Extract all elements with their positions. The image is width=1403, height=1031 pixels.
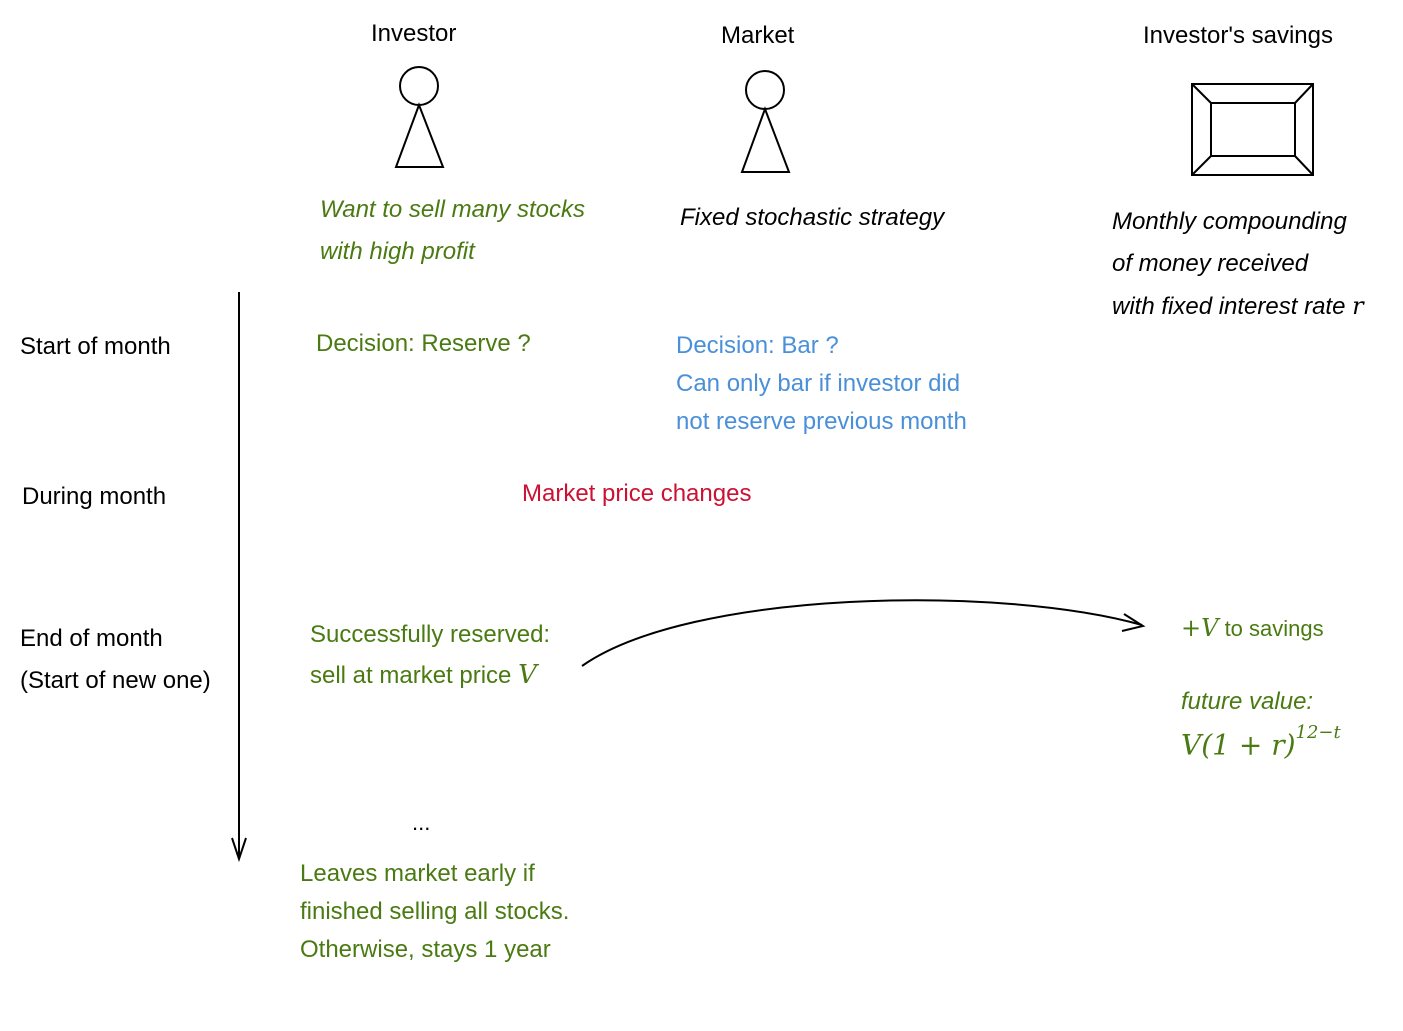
market-header: Market — [721, 22, 795, 49]
market-strategy: Fixed stochastic strategy — [680, 197, 944, 239]
leave-market-line: finished selling all stocks. — [300, 898, 570, 925]
price-change-text: Market price changes — [522, 480, 752, 507]
savings-header: Investor's savings — [1143, 22, 1333, 49]
savings-description-line: with fixed interest rate r — [1112, 285, 1364, 328]
future-value-label: future value: — [1181, 688, 1314, 715]
reserved-sale: Successfully reserved: sell at market pr… — [310, 615, 550, 696]
savings-description-line: Monthly compounding — [1112, 208, 1347, 235]
market-decision-line: Decision: Bar ? — [676, 332, 839, 359]
reserved-sale-line: sell at market price V — [310, 655, 550, 696]
market-decision-line: not reserve previous month — [676, 408, 967, 435]
plus-v-math: +V — [1181, 614, 1219, 642]
timeline-during-label: During month — [22, 483, 167, 510]
reserved-sale-text: sell at market price — [310, 662, 519, 689]
market-decision: Decision: Bar ? Can only bar if investor… — [676, 327, 967, 441]
investor-goal-line: Want to sell many stocks — [320, 196, 585, 223]
timeline-end-line: (Start of new one) — [20, 667, 211, 694]
reserved-sale-line: Successfully reserved: — [310, 621, 551, 648]
plus-v-to-savings: +V to savings — [1181, 614, 1324, 642]
market-strategy-line: Fixed stochastic strategy — [680, 204, 945, 231]
market-decision-line: Can only bar if investor did — [676, 370, 961, 397]
leave-market-line: Otherwise, stays 1 year — [300, 936, 551, 963]
investor-header: Investor — [371, 20, 457, 47]
future-value-formula: V(1 + r)12−t — [1181, 722, 1341, 762]
value-symbol: V — [518, 660, 537, 690]
savings-box-icon — [1191, 83, 1314, 176]
timeline-end-label: End of month (Start of new one) — [20, 618, 211, 702]
investor-decision: Decision: Reserve ? — [316, 330, 531, 357]
timeline-end-line: End of month — [20, 625, 163, 652]
future-formula-exponent: 12−t — [1295, 722, 1341, 743]
timeline-arrow — [231, 292, 247, 863]
investor-goal-line: with high profit — [320, 238, 475, 265]
investor-goal: Want to sell many stocks with high profi… — [320, 189, 585, 273]
savings-description: Monthly compounding of money received wi… — [1112, 201, 1364, 328]
market-icon — [740, 70, 791, 173]
savings-description-line: of money received — [1112, 250, 1309, 277]
plus-v-text: to savings — [1218, 616, 1324, 641]
timeline-start-label: Start of month — [20, 333, 171, 360]
savings-description-text: with fixed interest rate — [1112, 293, 1353, 320]
investor-icon — [394, 66, 445, 168]
future-formula-base: V(1 + r) — [1181, 728, 1296, 762]
transfer-arrow — [581, 599, 1146, 667]
leave-market-line: Leaves market early if — [300, 860, 535, 887]
ellipsis: ... — [412, 810, 431, 835]
leave-market-note: Leaves market early if finished selling … — [300, 855, 569, 969]
rate-symbol: r — [1352, 292, 1364, 320]
